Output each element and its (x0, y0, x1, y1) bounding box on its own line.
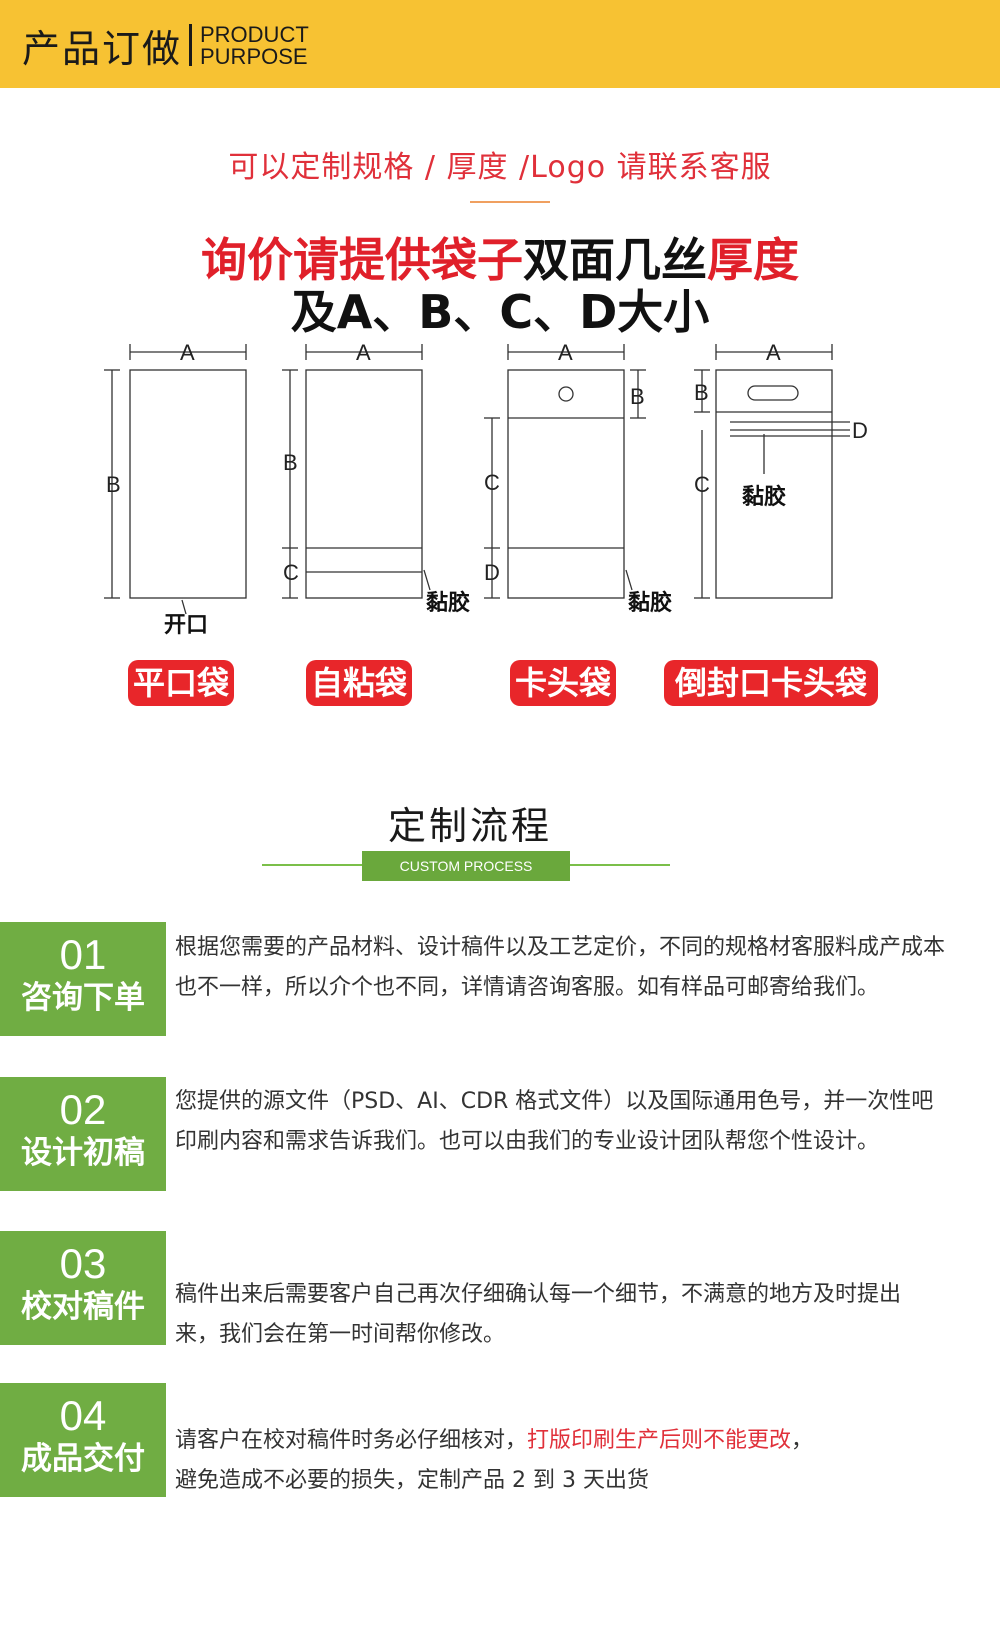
self-adhesive-bag-drawing (282, 344, 431, 599)
dim-label-a: A (766, 340, 781, 365)
dim-label-d: D (852, 418, 868, 443)
dim-label-b: B (106, 472, 121, 497)
step-03-text: 稿件出来后需要客户自己再次仔细确认每一个细节，不满意的地方及时提出来，我们会在第… (175, 1282, 902, 1347)
step-number: 03 (59, 1240, 107, 1287)
dim-label-b: B (630, 384, 645, 409)
bag-type-header: 卡头袋 (510, 660, 616, 706)
step-04-highlight: 打版印刷生产后则不能更改 (527, 1428, 792, 1453)
reverse-seal-header-bag-drawing (694, 344, 850, 599)
bag-drawings: A B A B C A B C D A B C D 开口 黏胶 黏胶 黏胶 (104, 340, 868, 638)
step-number: 04 (59, 1392, 107, 1439)
step-title: 设计初稿 (21, 1135, 145, 1171)
dim-label-a: A (558, 340, 573, 365)
header-title-en-line1: PRODUCT (200, 22, 309, 47)
step-04-line2: 避免造成不必要的损失，定制产品 2 到 3 天出货 (175, 1468, 649, 1493)
step-04-badge: 04 成品交付 (0, 1383, 166, 1497)
customization-note-rule (470, 201, 550, 203)
header-title-en-line2: PURPOSE (200, 44, 308, 69)
dim-label-c: C (484, 470, 500, 495)
step-number: 01 (59, 931, 107, 978)
diagram-title-red-b: 厚度 (707, 233, 799, 287)
process-title: 定制流程 (387, 804, 552, 848)
header-title-en: PRODUCT PURPOSE (200, 24, 309, 68)
header-bar (0, 0, 1000, 88)
opening-label: 开口 (164, 613, 208, 638)
header-divider (189, 24, 192, 66)
dim-label-c: C (694, 472, 710, 497)
step-04-text-b: ， (791, 1428, 814, 1453)
step-01-badge: 01 咨询下单 (0, 922, 166, 1036)
adhesive-label: 黏胶 (628, 590, 672, 616)
dim-label-a: A (356, 340, 371, 365)
step-04-line1: 请客户在校对稿件时务必仔细核对，打版印刷生产后则不能更改， (175, 1421, 955, 1461)
step-title: 咨询下单 (21, 980, 145, 1016)
bag-type-reverse-seal-header: 倒封口卡头袋 (664, 660, 878, 706)
step-02-badge: 02 设计初稿 (0, 1077, 166, 1191)
step-01-text: 根据您需要的产品材料、设计稿件以及工艺定价，不同的规格材客服料成产成本也不一样，… (175, 935, 946, 1000)
bag-type-self-adhesive: 自粘袋 (306, 660, 412, 706)
bag-type-flat: 平口袋 (128, 660, 234, 706)
dim-label-b: B (694, 380, 709, 405)
step-04-text-a: 请客户在校对稿件时务必仔细核对， (175, 1428, 528, 1453)
diagram-title-line2: 及A、B、C、D大小 (290, 285, 710, 339)
step-02-text: 您提供的源文件（PSD、AI、CDR 格式文件）以及国际通用色号，并一次性吧印刷… (175, 1089, 934, 1154)
adhesive-label: 黏胶 (426, 590, 470, 616)
flat-bag-drawing (104, 344, 247, 615)
step-number: 02 (59, 1086, 107, 1133)
process-line-right (570, 864, 670, 866)
customization-note: 可以定制规格 / 厚度 /Logo 请联系客服 (228, 150, 772, 185)
dim-label-c: C (283, 560, 299, 585)
diagram-title-red-a: 询价请提供袋子 (201, 233, 523, 287)
step-title: 校对稿件 (21, 1289, 145, 1325)
bag-spec-diagram: 询价请提供袋子双面几丝厚度 及A、B、C、D大小 (90, 210, 910, 740)
dim-label-d: D (484, 560, 500, 585)
dim-label-b: B (283, 450, 298, 475)
step-title: 成品交付 (21, 1441, 145, 1477)
step-04-text: 请客户在校对稿件时务必仔细核对，打版印刷生产后则不能更改， 避免造成不必要的损失… (175, 1421, 955, 1501)
process-tag: CUSTOM PROCESS (362, 851, 570, 881)
header-bag-drawing (484, 344, 646, 599)
diagram-title-line1: 询价请提供袋子双面几丝厚度 (90, 224, 910, 290)
adhesive-label: 黏胶 (742, 484, 786, 510)
dim-label-a: A (180, 340, 195, 365)
step-03-badge: 03 校对稿件 (0, 1231, 166, 1345)
header-title-cn: 产品订做 (22, 27, 183, 71)
process-line-left (262, 864, 362, 866)
diagram-title-black: 双面几丝 (523, 233, 707, 287)
